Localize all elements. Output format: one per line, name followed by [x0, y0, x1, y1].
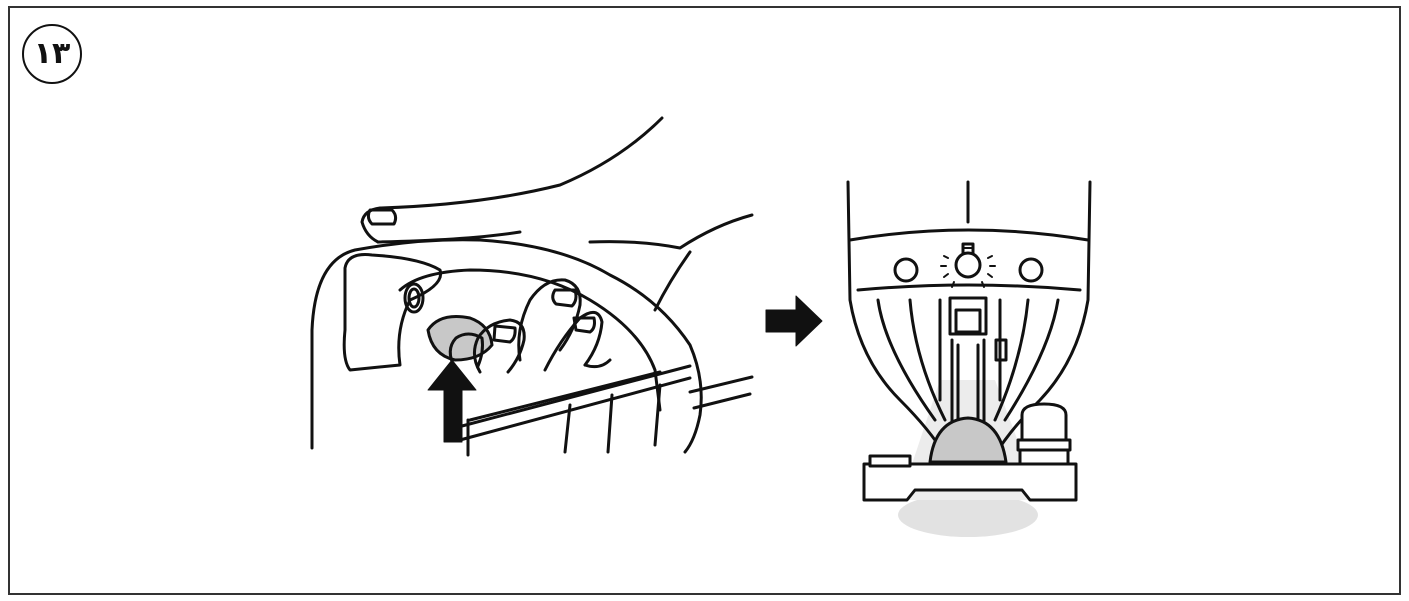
arrow-right-icon [765, 295, 823, 347]
instruction-panel [8, 6, 1401, 595]
step-number-badge: ۱۳ [22, 24, 82, 84]
arrow-up-icon [427, 359, 477, 443]
hand-lifting-cover-illustration [310, 116, 754, 457]
lamp-light-unit-illustration [846, 180, 1092, 537]
step-number: ۱۳ [33, 36, 71, 71]
